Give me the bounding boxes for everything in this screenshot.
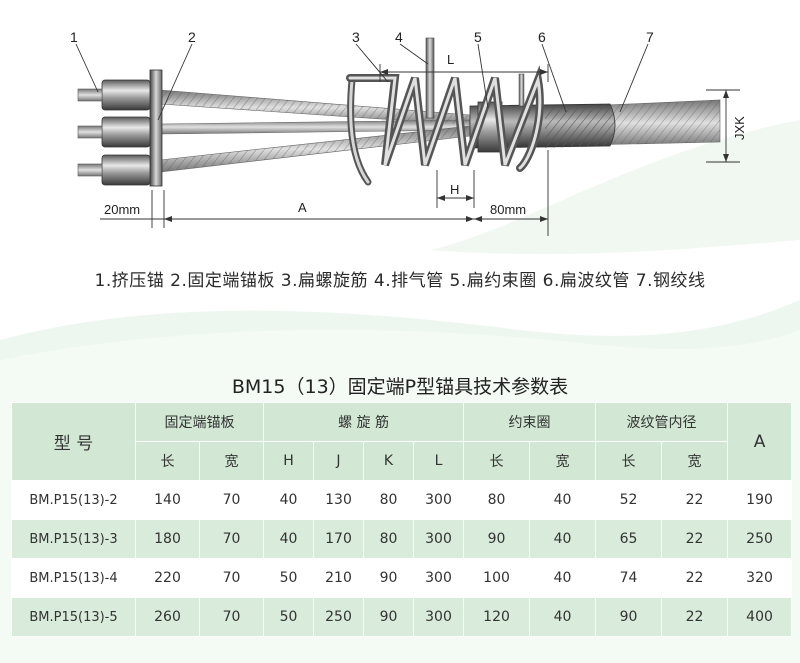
table-cell: 40 [529, 597, 597, 637]
table-cell: 70 [199, 558, 264, 598]
table-cell: 74 [595, 558, 663, 598]
subheader: H [263, 441, 314, 481]
table-cell: 22 [661, 519, 729, 559]
table-cell: 320 [727, 558, 793, 598]
table-cell: 250 [727, 519, 793, 559]
header-restraint-ring: 约束圈 [463, 402, 597, 442]
dim-L: L [447, 52, 454, 67]
table-cell: 22 [661, 597, 729, 637]
table-cell: 40 [263, 480, 314, 520]
table-cell: 80 [463, 480, 531, 520]
table-cell: 250 [313, 597, 364, 637]
table-cell: 400 [727, 597, 793, 637]
table-cell: 40 [263, 519, 314, 559]
table-cell: 50 [263, 597, 314, 637]
table-cell: 40 [529, 558, 597, 598]
flat-spiral-rebar [346, 65, 544, 186]
header-duct-diameter: 波纹管内径 [595, 402, 729, 442]
callout-2: 2 [188, 29, 196, 45]
header-model: 型 号 [11, 402, 136, 481]
table-cell: 260 [135, 597, 200, 637]
dim-20mm: 20mm [104, 202, 140, 217]
table-cell: 300 [412, 558, 465, 598]
subheader: 长 [463, 441, 531, 481]
table-cell: 170 [313, 519, 364, 559]
table-cell: 80 [363, 480, 414, 520]
table-cell: 130 [313, 480, 364, 520]
table-cell: 65 [595, 519, 663, 559]
callout-5: 5 [474, 29, 482, 45]
subheader: 宽 [661, 441, 729, 481]
callout-3: 3 [352, 29, 360, 45]
callout-4: 4 [395, 29, 403, 45]
subheader: 宽 [199, 441, 264, 481]
row-model: BM.P15(13)-3 [11, 519, 136, 559]
anchor-diagram: 1 2 3 4 5 6 7 L [70, 29, 747, 236]
table-cell: 90 [595, 597, 663, 637]
row-model: BM.P15(13)-4 [11, 558, 136, 598]
table-cell: 120 [463, 597, 531, 637]
dim-A: A [298, 200, 307, 215]
dimension-lines [100, 64, 740, 236]
table-cell: 90 [363, 558, 414, 598]
dim-JXK: JXK [732, 116, 747, 140]
subheader: 长 [135, 441, 200, 481]
row-model: BM.P15(13)-5 [11, 597, 136, 637]
table-cell: 300 [412, 480, 465, 520]
table-cell: 210 [313, 558, 364, 598]
subheader: L [412, 441, 465, 481]
header-spiral: 螺 旋 筋 [262, 402, 465, 442]
row-model: BM.P15(13)-2 [11, 480, 136, 520]
table-cell: 40 [529, 480, 597, 520]
table-cell: 50 [263, 558, 314, 598]
table-cell: 300 [412, 519, 465, 559]
dim-H: H [450, 182, 459, 197]
table-cell: 100 [463, 558, 531, 598]
table-cell: 40 [529, 519, 597, 559]
header-anchor-plate: 固定端锚板 [135, 402, 264, 442]
table-cell: 300 [412, 597, 465, 637]
table-cell: 90 [463, 519, 531, 559]
spec-table: 型 号 固定端锚板 螺 旋 筋 约束圈 波纹管内径 A 长 宽 H J K L … [11, 402, 793, 637]
table-cell: 180 [135, 519, 200, 559]
table-cell: 52 [595, 480, 663, 520]
subheader: K [363, 441, 414, 481]
subheader: J [313, 441, 364, 481]
table-cell: 22 [661, 480, 729, 520]
fixed-end-anchor-plate [149, 69, 163, 187]
table-cell: 70 [199, 519, 264, 559]
leader-lines [75, 43, 649, 121]
table-cell: 70 [199, 480, 264, 520]
table-cell: 220 [135, 558, 200, 598]
callout-1: 1 [70, 29, 78, 45]
callout-6: 6 [538, 29, 546, 45]
table-cell: 140 [135, 480, 200, 520]
vent-pipe [425, 37, 435, 119]
dim-80mm: 80mm [490, 202, 526, 217]
parts-legend: 1.挤压锚 2.固定端锚板 3.扁螺旋筋 4.排气管 5.扁约束圈 6.扁波纹管… [94, 271, 706, 291]
table-cell: 90 [363, 597, 414, 637]
subheader: 宽 [529, 441, 597, 481]
table-cell: 190 [727, 480, 793, 520]
table-cell: 80 [363, 519, 414, 559]
table-cell: 22 [661, 558, 729, 598]
table-cell: 70 [199, 597, 264, 637]
header-A: A [727, 402, 793, 481]
callout-7: 7 [646, 29, 654, 45]
extrusion-anchors [77, 79, 151, 186]
subheader: 长 [595, 441, 663, 481]
table-title: BM15（13）固定端P型锚具技术参数表 [231, 376, 569, 398]
